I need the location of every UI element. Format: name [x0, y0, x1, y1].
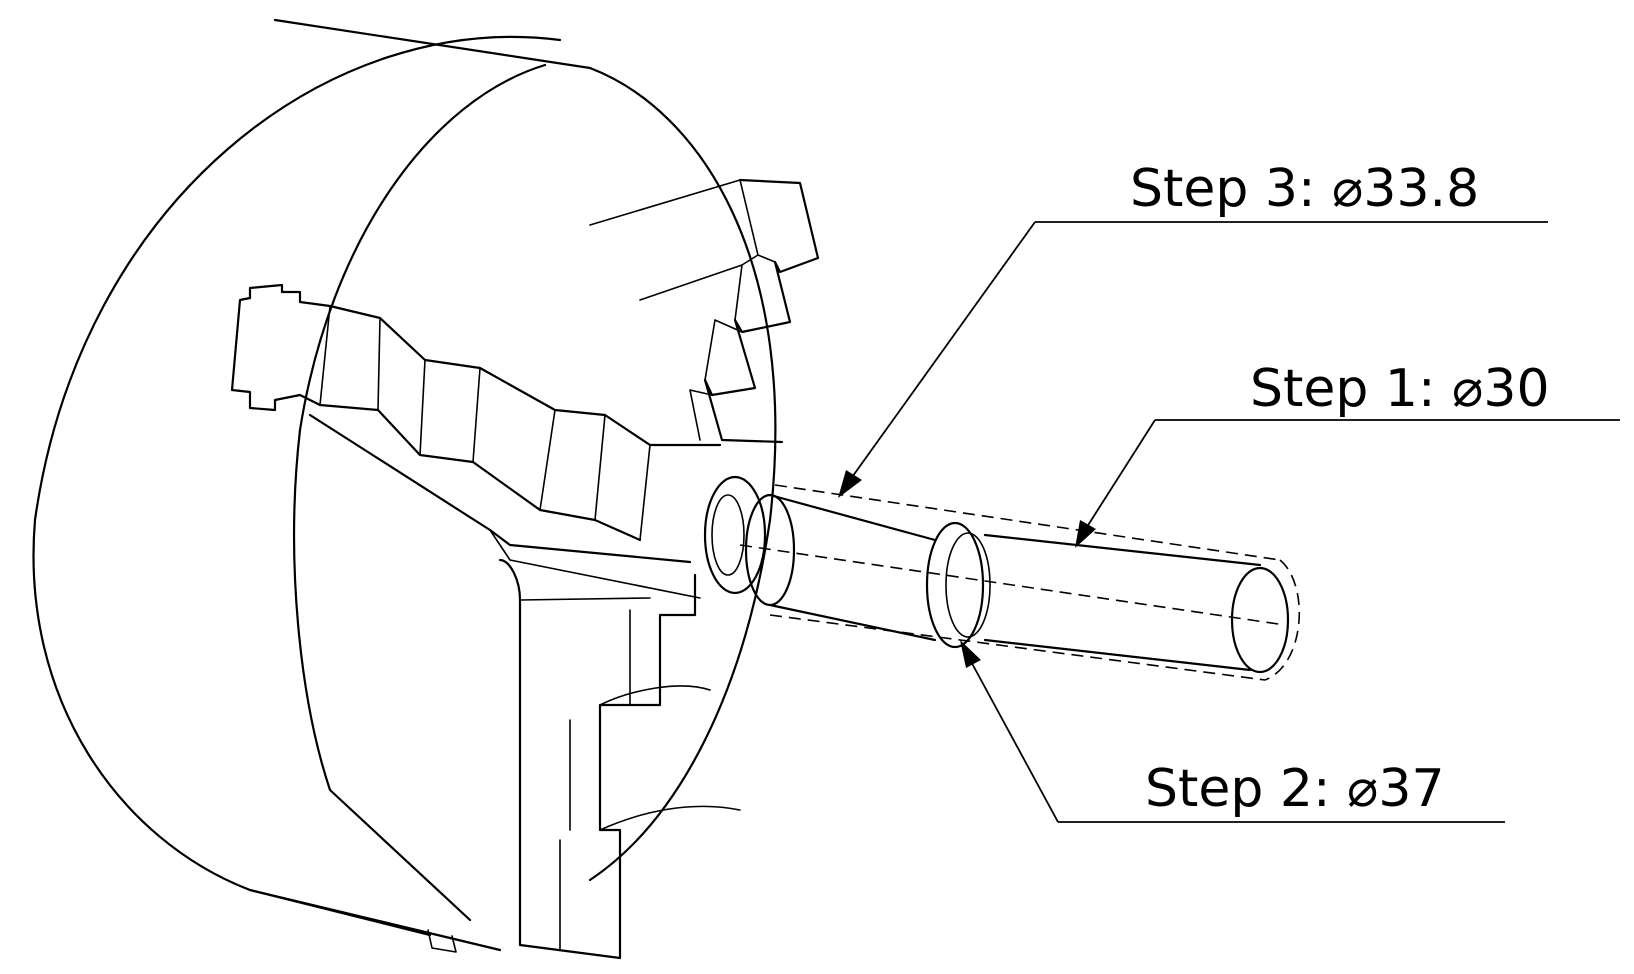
shaft-end-face: [1230, 566, 1290, 674]
chuck-bottom-edge: [248, 888, 502, 952]
stock-outline-top: [774, 484, 1281, 561]
step1-leader: [1084, 419, 1156, 531]
left-jaw-outline: [248, 283, 722, 447]
left-jaw-facets: [319, 305, 651, 541]
left-jaw-underside: [318, 403, 642, 542]
shaft-step2-outer: [925, 521, 985, 649]
chuck-top-edge: [273, 18, 592, 70]
step2-label: Step 2: ⌀37: [1145, 759, 1445, 819]
callout-step3: Step 3: ⌀33.8: [838, 159, 1548, 498]
chuck-bolt: [427, 929, 457, 953]
upper-jaw: [589, 178, 820, 444]
lower-jaw-steps: [518, 573, 697, 960]
lower-jaw: [498, 558, 741, 960]
step3-arrowhead: [838, 470, 862, 498]
lower-jaw-step-faces: [519, 597, 741, 951]
stock-outline-bottom: [769, 614, 1266, 681]
workpiece: [703, 475, 1300, 681]
shaft-step3-start: [744, 493, 796, 607]
lower-jaw-outline: [498, 558, 522, 947]
chuck-inner-ring: [293, 63, 547, 922]
centre-line: [739, 544, 1286, 626]
upper-jaw-face: [689, 179, 776, 441]
chuck-front-face: [588, 66, 777, 882]
chuck-body: [32, 18, 777, 953]
upper-jaw-outline: [703, 178, 820, 444]
shaft-step2-inner: [945, 532, 991, 638]
step1-arrowhead: [1075, 520, 1096, 548]
chuck-back-rim: [32, 35, 562, 937]
step3-label: Step 3: ⌀33.8: [1130, 159, 1479, 219]
step2-arrowhead: [960, 640, 981, 668]
stock-end: [1264, 559, 1300, 681]
shaft-collar-inner: [711, 494, 745, 576]
upper-jaw-side: [589, 179, 743, 301]
callout-step1: Step 1: ⌀30: [1075, 359, 1620, 548]
shaft-step3-body: [768, 493, 937, 642]
callout-step2: Step 2: ⌀37: [960, 640, 1505, 823]
shaft-step1-body: [983, 533, 1262, 672]
step2-leader: [967, 655, 1059, 823]
step1-label: Step 1: ⌀30: [1250, 359, 1550, 419]
left-jaw-wedge-face: [489, 529, 701, 599]
left-jaw: [230, 283, 722, 599]
left-jaw-wedge: [308, 413, 692, 564]
step3-leader: [849, 221, 1036, 481]
left-jaw-tail: [230, 296, 322, 412]
shaft-collar-outer: [703, 475, 767, 595]
